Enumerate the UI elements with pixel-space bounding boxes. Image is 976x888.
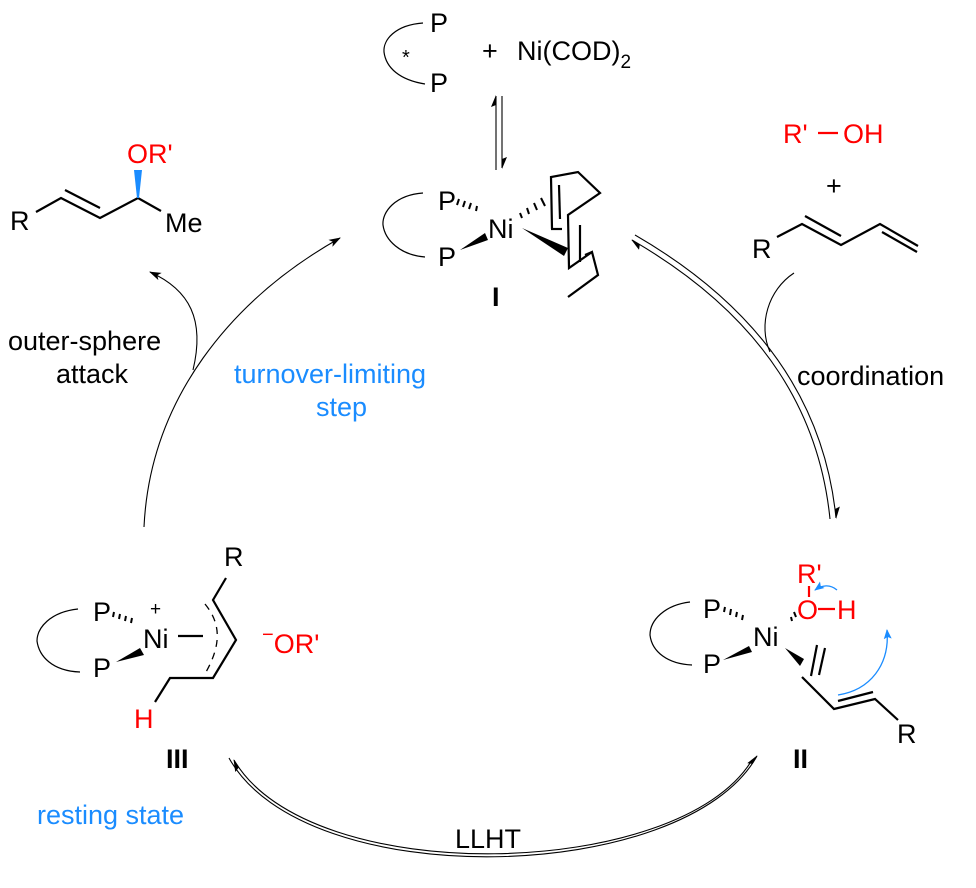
- atom-p-top: P: [703, 594, 721, 624]
- alcohol-o: O: [797, 595, 818, 625]
- step-outer-sphere-line2: attack: [56, 359, 129, 389]
- step-turnover-line2: step: [316, 392, 367, 422]
- ligand-p-bottom: P: [430, 68, 448, 98]
- stereo-wedge: [134, 170, 142, 198]
- alcohol-h: H: [837, 595, 857, 625]
- cod-ring: [549, 170, 602, 298]
- step-turnover-line1: turnover-limiting: [234, 359, 426, 389]
- atom-p-bottom: P: [438, 242, 456, 272]
- alkoxide-counterion: −OR': [262, 624, 319, 659]
- atom-ni: Ni: [753, 622, 779, 652]
- product-r: R: [10, 206, 30, 236]
- complex-I: P P Ni I: [382, 170, 602, 312]
- chiral-marker: *: [402, 47, 410, 69]
- electron-push-arrow: [814, 581, 838, 591]
- coordination-equilibrium-arrow: [631, 234, 840, 520]
- atom-p-top: P: [93, 597, 111, 627]
- outer-sphere-arrow: [149, 271, 198, 371]
- ligand-p-top: P: [430, 8, 448, 38]
- ligand-backbone-arc: [382, 192, 426, 258]
- step-llht: LLHT: [455, 824, 521, 854]
- alcohol-r-prime: R': [797, 559, 822, 589]
- migrated-hydrogen: H: [134, 704, 154, 734]
- ni-cod2: Ni(COD)2: [517, 36, 631, 73]
- complex-II: P P Ni R' O H R II: [649, 559, 917, 774]
- reagent-incoming-curve: [764, 272, 795, 353]
- ligand-backbone-arc: [383, 22, 426, 85]
- label-I: I: [492, 282, 500, 312]
- resting-state-label: resting state: [37, 800, 184, 830]
- product-allylic-ether: R OR' Me: [10, 139, 203, 238]
- step-outer-sphere-line1: outer-sphere: [8, 326, 161, 356]
- atom-p-top: P: [438, 186, 456, 216]
- alcohol-r-prime: R': [783, 119, 808, 149]
- ni-positive-charge: +: [150, 599, 161, 620]
- step-coordination: coordination: [797, 361, 944, 391]
- turnover-limiting-arrow: [143, 237, 341, 528]
- atom-ni: Ni: [488, 214, 514, 244]
- reagents-plus: +: [826, 171, 842, 201]
- reagents: R' OH + R: [752, 119, 919, 264]
- diene-r: R: [897, 719, 917, 749]
- precatalyst: P P * + Ni(COD)2: [383, 8, 631, 98]
- label-III: III: [166, 744, 189, 774]
- product-or-prime: OR': [127, 139, 173, 169]
- equilibrium-arrow-vertical: [491, 95, 507, 170]
- complex-III: P P Ni + R H −OR' III: [36, 542, 319, 774]
- plus-sign: +: [482, 36, 498, 66]
- label-II: II: [793, 744, 808, 774]
- product-me: Me: [165, 208, 203, 238]
- diene-r: R: [752, 234, 772, 264]
- llht-equilibrium-arrow: [228, 755, 758, 858]
- allyl-r: R: [224, 542, 244, 572]
- proton-transfer-arrow: [837, 629, 892, 696]
- alcohol-oh: OH: [843, 119, 884, 149]
- atom-p-bottom: P: [703, 649, 721, 679]
- atom-p-bottom: P: [93, 653, 111, 683]
- atom-ni: Ni: [143, 624, 169, 654]
